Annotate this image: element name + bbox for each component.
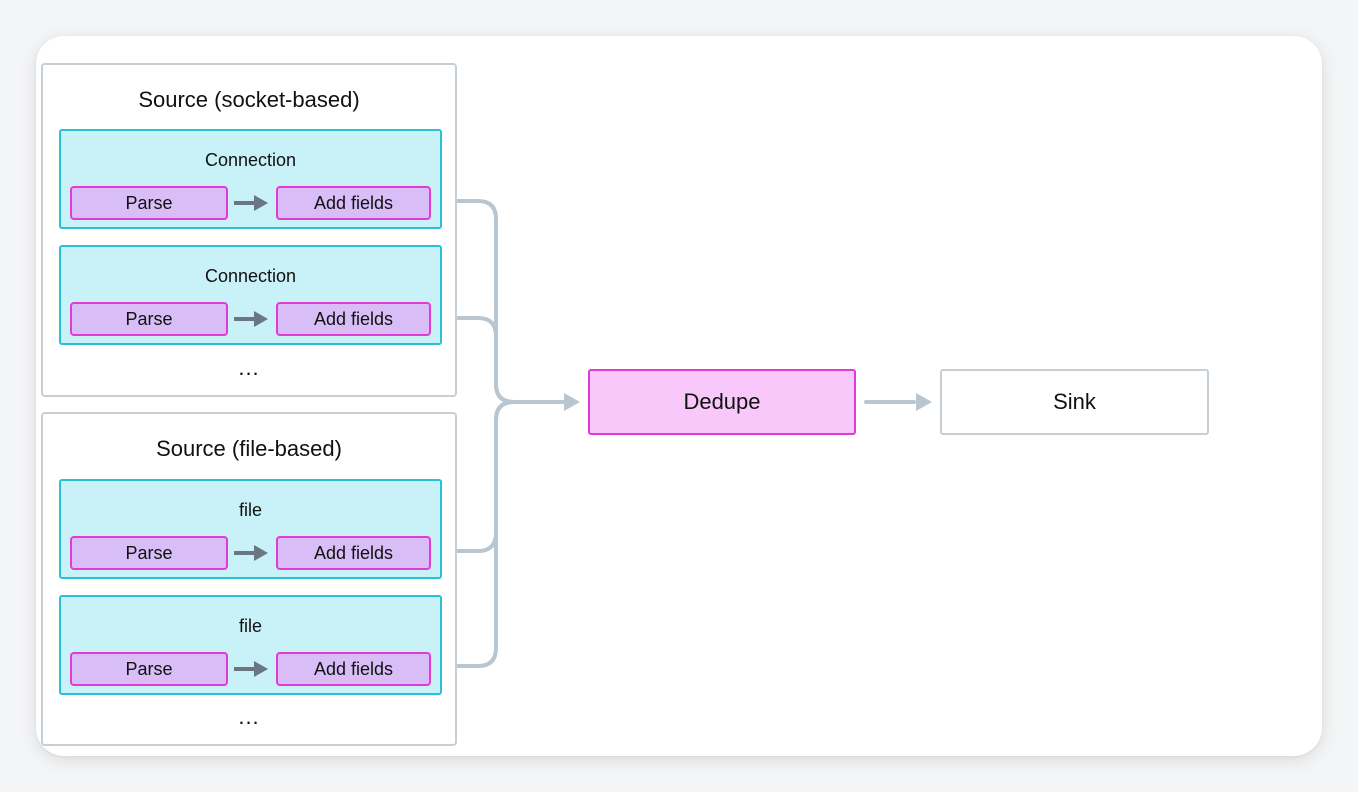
connection-box: Connection Parse Add fields [59,245,442,345]
add-fields-step: Add fields [276,186,431,220]
file-label: file [238,616,262,636]
add-fields-step: Add fields [276,536,431,570]
group-title: Source (socket-based) [138,87,360,112]
arrowhead-to-sink [916,393,932,411]
connection-label: Connection [204,150,297,170]
right-arrow-icon [234,311,268,327]
parse-step: Parse [70,186,228,220]
sink-node: Sink [940,369,1209,435]
dedupe-node: Dedupe [588,369,856,435]
file-box: file Parse Add fields [59,479,442,579]
connector-socket-1 [439,199,568,404]
group-title: Source (file-based) [156,436,342,461]
source-socket-group: Source (socket-based) Connection Parse A… [41,63,457,397]
more-ellipsis: ... [238,704,260,729]
add-fields-step: Add fields [276,652,431,686]
right-arrow-icon [234,661,268,677]
parse-step: Parse [70,652,228,686]
add-fields-step: Add fields [276,302,431,336]
file-box: file Parse Add fields [59,595,442,695]
file-label: file [238,500,262,520]
connector-file-2 [439,400,516,668]
source-file-group: Source (file-based) file Parse Add field… [41,412,457,746]
more-ellipsis: ... [238,355,260,380]
connection-box: Connection Parse Add fields [59,129,442,229]
connection-label: Connection [204,266,297,286]
right-arrow-icon [234,195,268,211]
parse-step: Parse [70,536,228,570]
connector-socket-2 [439,316,516,404]
right-arrow-icon [234,545,268,561]
parse-step: Parse [70,302,228,336]
arrowhead-to-dedupe [564,393,580,411]
